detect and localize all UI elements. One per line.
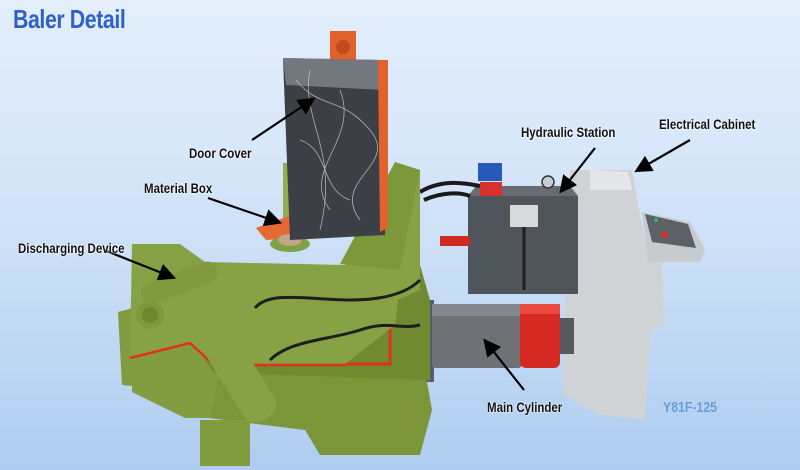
electrical-cabinet — [563, 170, 705, 420]
material-box-arrow — [207, 196, 283, 227]
hydraulic-station — [418, 163, 578, 294]
label-door-cover: Door Cover — [189, 145, 252, 161]
label-discharging-device: Discharging Device — [18, 240, 125, 256]
door-cover-arrow — [251, 97, 316, 141]
model-number: Y81F-125 — [663, 399, 718, 416]
electrical-cabinet-arrow — [634, 139, 691, 173]
main-cylinder-arrow — [483, 338, 525, 391]
discharging-device-arrow — [103, 248, 177, 281]
label-electrical-cabinet: Electrical Cabinet — [659, 116, 756, 132]
discharging-cylinder — [136, 261, 422, 466]
main-cylinder — [418, 300, 574, 382]
callout-arrows — [103, 97, 691, 391]
door-cover — [283, 31, 388, 240]
hydraulic-station-arrow — [559, 147, 596, 194]
label-main-cylinder: Main Cylinder — [487, 399, 563, 415]
label-material-box: Material Box — [144, 180, 213, 196]
label-hydraulic-station: Hydraulic Station — [521, 124, 616, 140]
page-title: Baler Detail — [13, 4, 126, 34]
